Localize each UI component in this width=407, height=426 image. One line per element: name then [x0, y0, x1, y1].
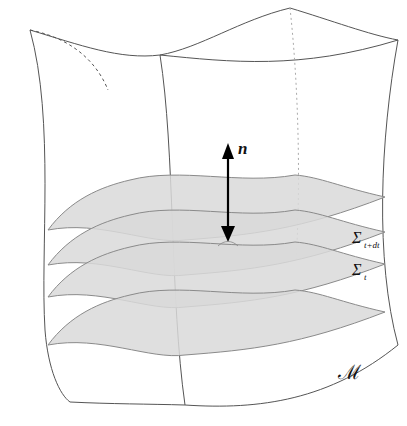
top-back-edge: [290, 8, 398, 40]
surface-subscript: t: [364, 273, 367, 282]
right-edge: [383, 40, 398, 345]
surface-label: Σ: [352, 262, 362, 278]
bottom-edge: [70, 345, 398, 406]
hypersurface-slice: [48, 290, 385, 356]
surface-subscript: t+dt: [364, 241, 380, 250]
top-front-edge: [160, 40, 398, 62]
top-edge: [30, 8, 290, 56]
hidden-edge: [30, 30, 108, 90]
manifold-label: ℳ: [338, 362, 361, 382]
surface-label: Σ: [352, 230, 362, 246]
normal-vector: [218, 143, 238, 246]
vector-label: n: [238, 140, 247, 157]
